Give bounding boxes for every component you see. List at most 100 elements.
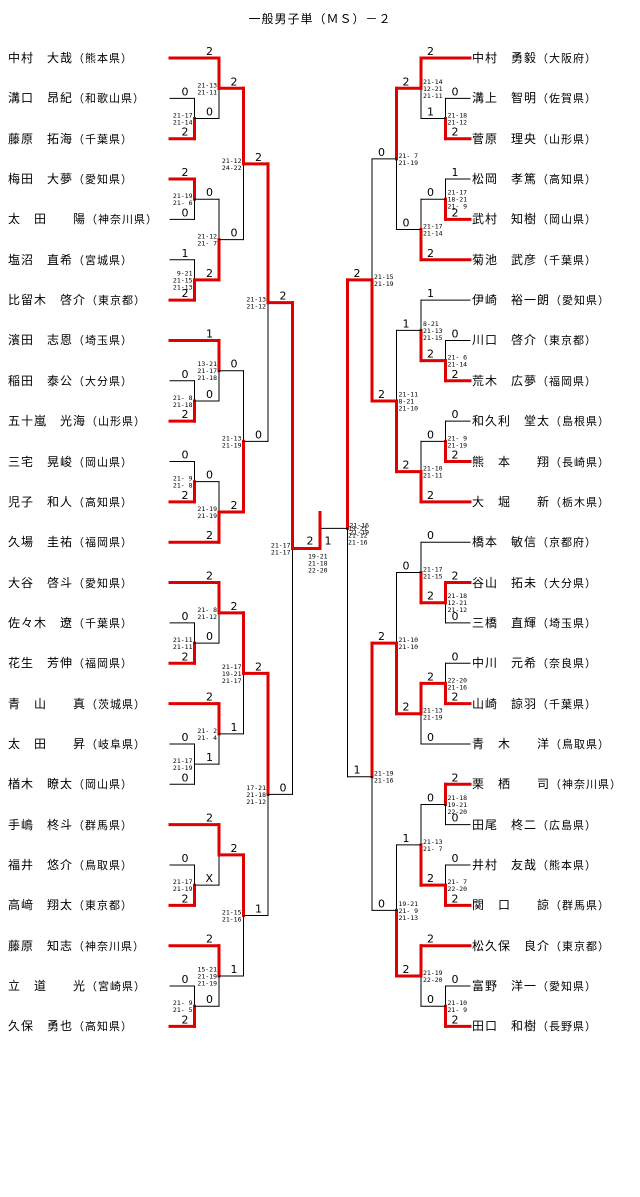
left-player-3: 藤原 拓海（千葉県） xyxy=(8,130,133,147)
right-player-11: 熊 本 翔（長崎県） xyxy=(472,453,610,470)
player-prefecture: （愛知県） xyxy=(550,294,611,308)
result-mark: 2 xyxy=(378,630,385,643)
player-prefecture: （東京都） xyxy=(550,939,611,953)
game-score: 21-13 xyxy=(399,914,419,922)
result-mark: 0 xyxy=(280,781,287,794)
player-name: 花生 芳伸 xyxy=(8,656,74,671)
result-mark: 1 xyxy=(231,963,238,976)
game-score: 21-11 xyxy=(173,643,193,651)
result-mark: 0 xyxy=(378,146,385,159)
game-score: 21- 7 xyxy=(197,240,217,248)
player-prefecture: （千葉県） xyxy=(73,616,134,630)
game-score: 21-13 xyxy=(197,81,217,89)
game-score: 21- 6 xyxy=(448,354,468,362)
result-mark: 2 xyxy=(403,459,410,472)
game-score: 21-11 xyxy=(197,88,217,96)
game-score: 21-17 xyxy=(448,189,468,197)
result-mark: 2 xyxy=(231,842,238,855)
result-mark: 2 xyxy=(427,670,434,683)
player-prefecture: （岡山県） xyxy=(537,213,598,227)
game-score: 21-17 xyxy=(173,878,193,886)
result-mark: 2 xyxy=(452,1013,459,1026)
player-name: 青 山 真 xyxy=(8,696,87,711)
game-score: 21-17 xyxy=(197,367,217,375)
result-mark: 2 xyxy=(255,660,262,673)
player-prefecture: （神奈川県） xyxy=(86,213,159,227)
player-name: 富野 洋一 xyxy=(472,979,538,994)
result-mark: 0 xyxy=(255,428,262,441)
game-score: 19-21 xyxy=(399,900,419,908)
player-prefecture: （千葉県） xyxy=(537,697,598,711)
game-score: 21-12 xyxy=(246,798,266,806)
right-player-9: 荒木 広夢（福岡県） xyxy=(472,372,597,389)
left-player-25: 久保 勇也（高知県） xyxy=(8,1017,133,1034)
player-name: 菅原 理央 xyxy=(472,131,538,146)
right-player-21: 井村 友哉（熊本県） xyxy=(472,856,597,873)
game-score: 21- 9 xyxy=(448,203,468,211)
result-mark: 2 xyxy=(182,1013,189,1026)
left-player-10: 五十嵐 光海（山形県） xyxy=(8,412,146,429)
result-mark: 2 xyxy=(255,151,262,164)
game-score: 21-19 xyxy=(350,528,370,536)
result-mark: 0 xyxy=(427,731,434,744)
player-name: 藤原 拓海 xyxy=(8,131,74,146)
game-score: 21-13 xyxy=(222,434,242,442)
player-prefecture: （広島県） xyxy=(537,818,598,832)
left-player-8: 濱田 志恩（埼玉県） xyxy=(8,331,133,348)
result-mark: 2 xyxy=(403,75,410,88)
player-name: 中川 元希 xyxy=(472,656,538,671)
left-player-13: 久場 圭祐（福岡県） xyxy=(8,533,133,550)
right-player-3: 菅原 理央（山形県） xyxy=(472,130,597,147)
left-player-16: 花生 芳伸（福岡県） xyxy=(8,654,133,671)
result-mark: 0 xyxy=(206,388,213,401)
game-score: 22-20 xyxy=(448,808,468,816)
game-score: 21-12 xyxy=(448,119,468,127)
result-mark: 0 xyxy=(206,630,213,643)
result-mark: 0 xyxy=(182,852,189,865)
player-prefecture: （島根県） xyxy=(550,415,611,429)
result-mark: 2 xyxy=(452,126,459,139)
result-mark: 2 xyxy=(452,206,459,219)
game-score: 21-19 xyxy=(423,714,443,722)
game-score: 21-13 xyxy=(423,838,443,846)
player-name: 荒木 広夢 xyxy=(472,373,538,388)
player-prefecture: （高知県） xyxy=(73,1020,134,1034)
player-prefecture: （京都府） xyxy=(537,536,598,550)
result-mark: 0 xyxy=(452,327,459,340)
game-score: 21-13 xyxy=(246,296,266,304)
player-prefecture: （福岡県） xyxy=(73,536,134,550)
game-score: 21- 5 xyxy=(173,1006,193,1014)
player-prefecture: （福岡県） xyxy=(537,374,598,388)
player-name: 大 堀 新 xyxy=(472,494,551,509)
right-player-20: 田尾 柊二（広島県） xyxy=(472,816,597,833)
player-prefecture: （東京都） xyxy=(86,294,147,308)
result-mark: 1 xyxy=(182,247,189,260)
game-score: 21-16 xyxy=(222,915,242,923)
result-mark: 2 xyxy=(182,166,189,179)
result-mark: 1 xyxy=(403,832,410,845)
result-mark: 0 xyxy=(231,358,238,371)
result-mark: 1 xyxy=(206,751,213,764)
player-name: 溝上 智明 xyxy=(472,91,538,106)
player-prefecture: （鳥取県） xyxy=(73,859,134,872)
player-name: 手嶋 柊斗 xyxy=(8,817,74,832)
result-mark: 2 xyxy=(452,368,459,381)
result-mark: 2 xyxy=(206,691,213,704)
player-prefecture: （愛知県） xyxy=(537,980,598,994)
player-prefecture: （大阪府） xyxy=(537,52,598,65)
game-score: 18-21 xyxy=(448,196,468,204)
game-score: 21-17 xyxy=(222,663,242,671)
player-name: 川口 啓介 xyxy=(472,333,538,348)
game-score: 21-12 xyxy=(197,233,217,241)
player-name: 楢木 瞭太 xyxy=(8,777,74,792)
game-score: 21-13 xyxy=(423,707,443,715)
player-name: 三宅 晃峻 xyxy=(8,454,74,469)
left-player-14: 大谷 啓斗（愛知県） xyxy=(8,574,133,591)
player-prefecture: （宮城県） xyxy=(73,253,134,267)
result-mark: 2 xyxy=(206,45,213,58)
game-score: 21-19 xyxy=(197,512,217,520)
result-mark: 1 xyxy=(403,317,410,330)
player-prefecture: （栃木県） xyxy=(550,495,611,509)
player-name: 久場 圭祐 xyxy=(8,535,74,550)
player-prefecture: （神奈川県） xyxy=(550,778,623,792)
